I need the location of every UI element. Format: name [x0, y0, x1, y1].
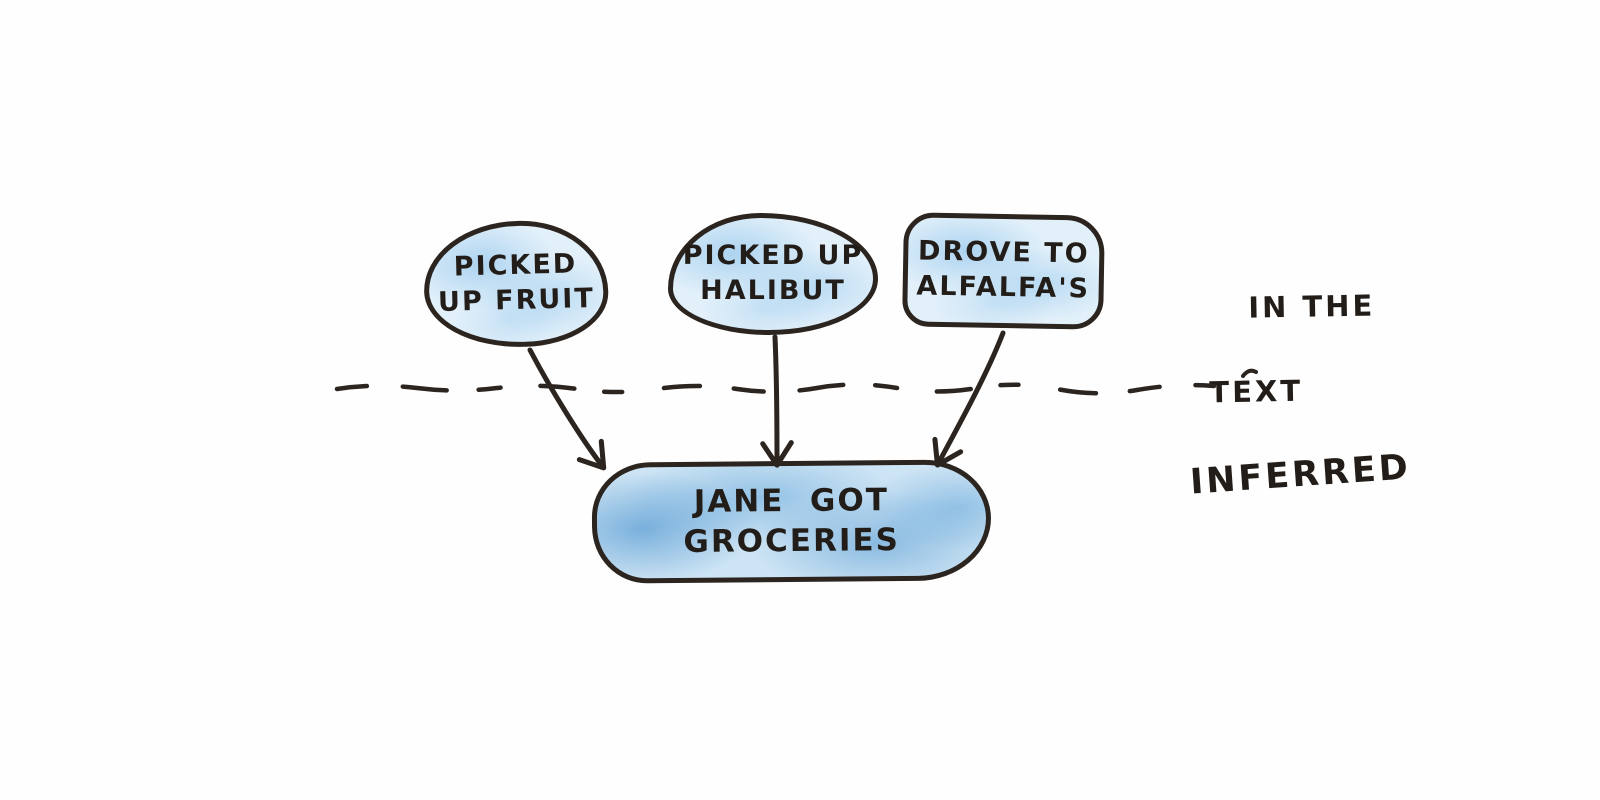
node-text-line: DROVE TO [917, 235, 1090, 270]
evidence-node-picked-up-halibut: PICKED UP HALIBUT [668, 213, 878, 335]
node-text-line: JANE GOT [693, 481, 890, 520]
node-text-line: HALIBUT [700, 275, 846, 306]
node-text-line: ALFALFA'S [916, 270, 1091, 305]
arrow-fruit-to-groceries [527, 347, 607, 471]
region-label-line: TEXT [1209, 373, 1304, 410]
node-text-line: PICKED UP [682, 240, 864, 272]
arrow-halibut-to-groceries [760, 334, 794, 468]
node-text-line: PICKED [453, 248, 578, 284]
arrow-alfalfas-to-groceries [932, 330, 1006, 468]
evidence-node-picked-up-fruit: PICKED UP FRUIT [422, 218, 610, 350]
node-text-line: GROCERIES [683, 521, 901, 560]
region-label-line: IN THE [1247, 288, 1376, 325]
evidence-node-drove-to-alfalfas: DROVE TO ALFALFA'S [902, 212, 1105, 330]
text-inferred-divider-line [334, 382, 1217, 396]
inferred-node-jane-got-groceries: JANE GOT GROCERIES [591, 459, 992, 584]
node-text-line: UP FRUIT [437, 282, 596, 319]
